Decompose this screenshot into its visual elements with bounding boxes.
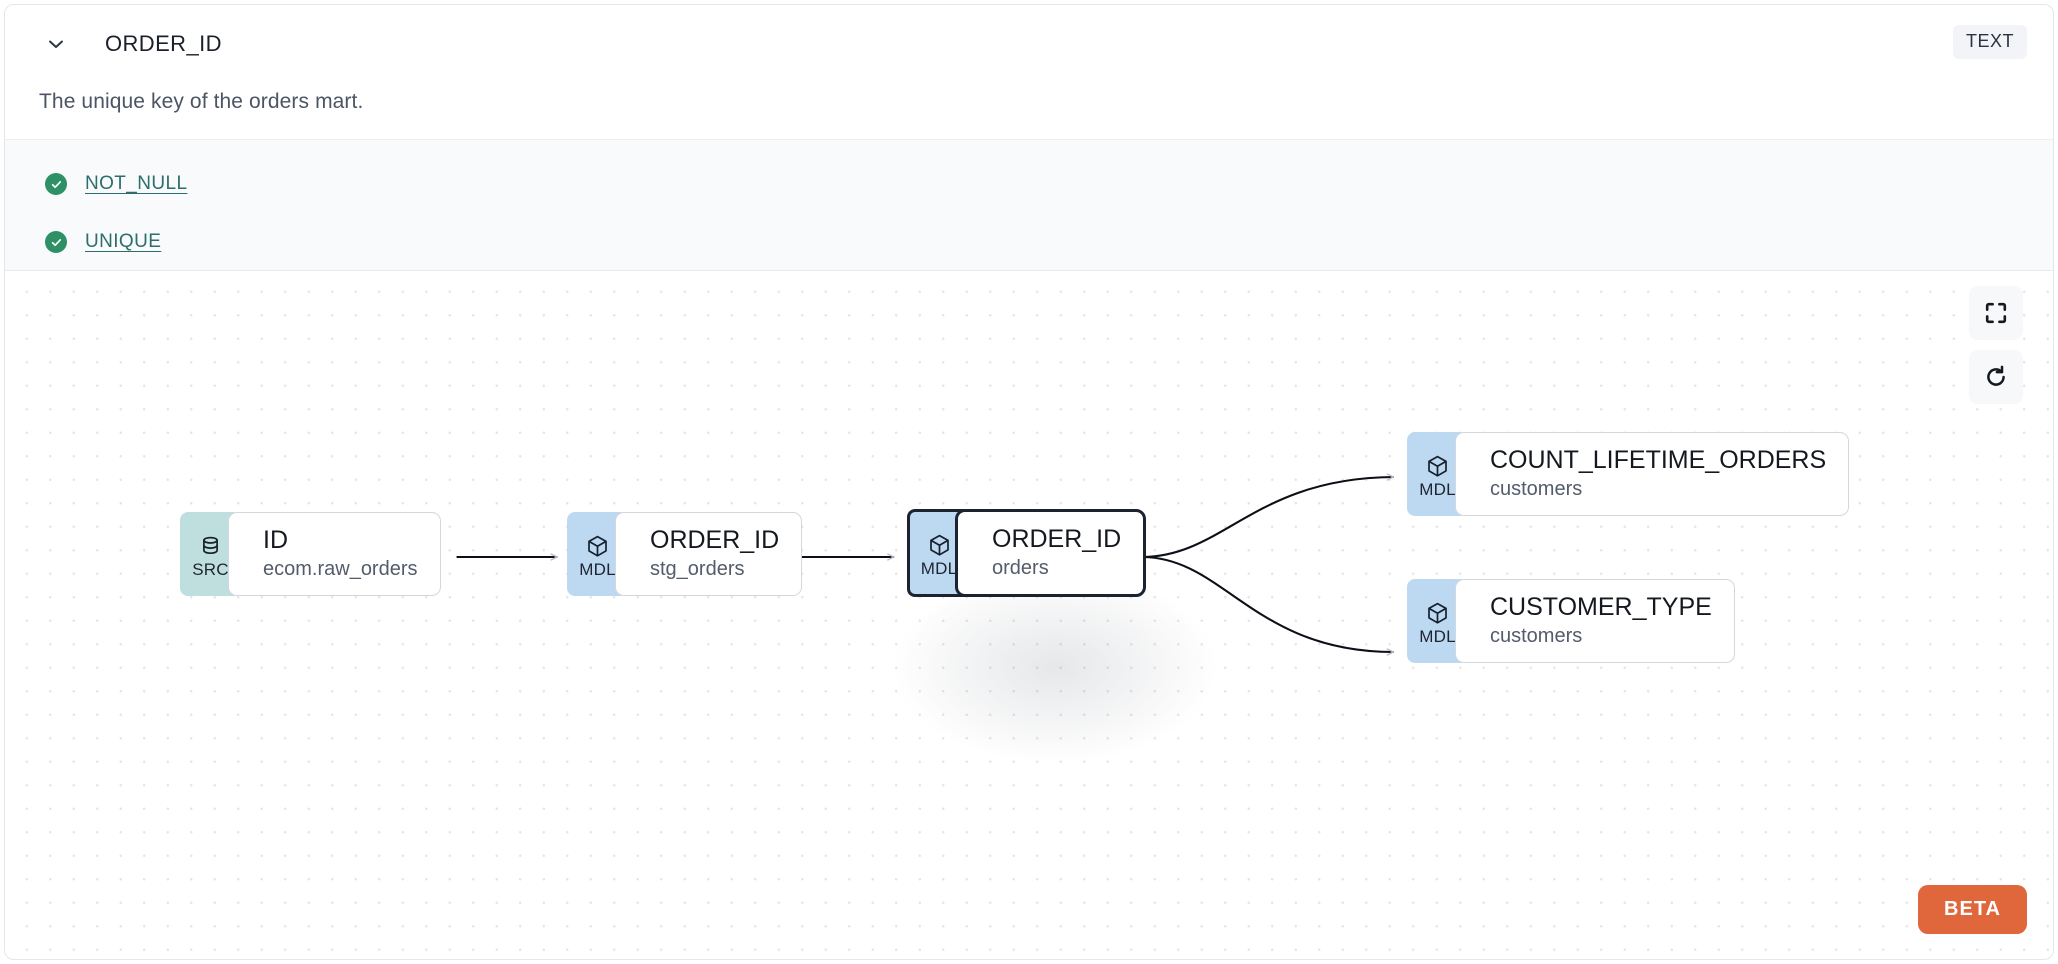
node-name: CUSTOMER_TYPE <box>1490 593 1712 621</box>
node-body: CUSTOMER_TYPE customers <box>1455 579 1735 663</box>
node-subtitle: customers <box>1490 625 1583 647</box>
node-subtitle: customers <box>1490 478 1583 500</box>
column-header: ORDER_ID TEXT The unique key of the orde… <box>5 5 2053 113</box>
tests-section: NOT_NULL UNIQUE <box>5 139 2053 271</box>
node-subtitle: ecom.raw_orders <box>263 558 418 580</box>
test-link-unique[interactable]: UNIQUE <box>85 231 162 252</box>
canvas-controls <box>1969 286 2023 404</box>
node-badge-label: SRC <box>192 559 229 579</box>
cube-icon <box>926 532 953 559</box>
chevron-down-icon[interactable] <box>45 33 67 55</box>
beta-badge[interactable]: BETA <box>1918 885 2027 934</box>
check-circle-icon <box>45 173 67 195</box>
test-link-not-null[interactable]: NOT_NULL <box>85 173 188 194</box>
check-circle-icon <box>45 231 67 253</box>
node-name: ID <box>263 526 288 554</box>
node-badge-label: MDL <box>1419 479 1456 499</box>
database-icon <box>197 533 224 560</box>
cube-icon <box>1424 453 1451 480</box>
lineage-edges <box>456 473 1394 656</box>
node-badge-label: MDL <box>579 559 616 579</box>
edge-orders-to-customer-type <box>1141 555 1394 656</box>
cube-icon <box>1424 600 1451 627</box>
node-body: ORDER_ID orders <box>955 509 1147 597</box>
node-badge-label: MDL <box>1419 626 1456 646</box>
cube-icon <box>584 533 611 560</box>
node-name: ORDER_ID <box>650 526 780 554</box>
node-body: ID ecom.raw_orders <box>228 512 441 596</box>
test-row: UNIQUE <box>45 220 2053 264</box>
edge-orders-to-count <box>1141 473 1394 559</box>
node-subtitle: stg_orders <box>650 558 745 580</box>
title-row: ORDER_ID <box>45 31 222 57</box>
fullscreen-icon[interactable] <box>1969 286 2023 340</box>
selected-node-shadow <box>895 572 1215 762</box>
lineage-node-orders-selected[interactable]: MDL ORDER_ID orders <box>907 509 1147 597</box>
data-type-badge: TEXT <box>1952 25 2027 59</box>
lineage-node-count-lifetime-orders[interactable]: MDL COUNT_LIFETIME_ORDERS customers <box>1407 432 1850 516</box>
node-subtitle: orders <box>992 557 1049 579</box>
refresh-icon[interactable] <box>1969 350 2023 404</box>
page-title: ORDER_ID <box>105 31 222 56</box>
column-detail-card: ORDER_ID TEXT The unique key of the orde… <box>4 4 2054 960</box>
test-row: NOT_NULL <box>45 162 2053 206</box>
lineage-node-customer-type[interactable]: MDL CUSTOMER_TYPE customers <box>1407 579 1735 663</box>
lineage-canvas[interactable]: SRC ID ecom.raw_orders MDL ORDE <box>5 272 2053 959</box>
column-description: The unique key of the orders mart. <box>39 90 364 113</box>
node-name: COUNT_LIFETIME_ORDERS <box>1490 446 1827 474</box>
node-body: ORDER_ID stg_orders <box>615 512 803 596</box>
node-body: COUNT_LIFETIME_ORDERS customers <box>1455 432 1850 516</box>
lineage-node-stg-orders[interactable]: MDL ORDER_ID stg_orders <box>567 512 803 596</box>
node-badge-label: MDL <box>920 558 958 578</box>
node-name: ORDER_ID <box>992 525 1122 553</box>
lineage-node-src-id[interactable]: SRC ID ecom.raw_orders <box>180 512 441 596</box>
